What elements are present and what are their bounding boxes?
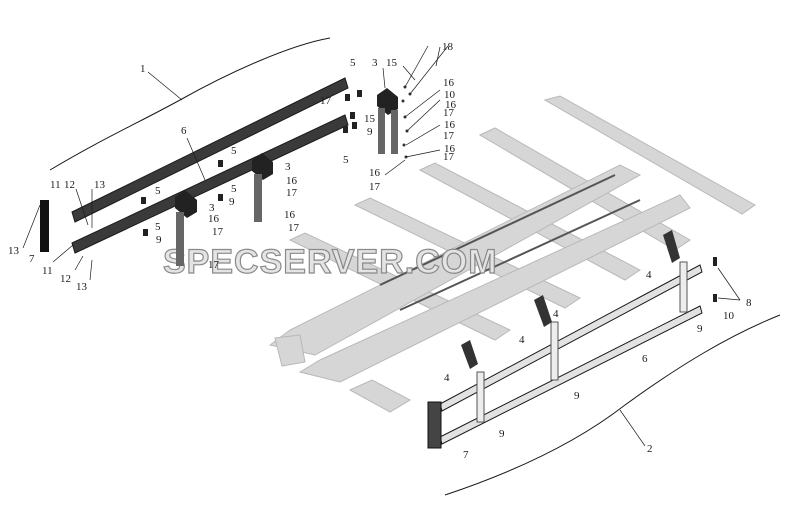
callout: 9 bbox=[367, 126, 373, 138]
upper-rail-assembly bbox=[40, 77, 412, 266]
callout: 16 bbox=[284, 209, 296, 221]
post-1 bbox=[476, 371, 485, 423]
callout: 15 bbox=[386, 57, 398, 69]
small-plate-r1 bbox=[713, 257, 717, 266]
callout: 11 bbox=[42, 265, 53, 277]
callout: 5 bbox=[231, 183, 237, 195]
callout: 7 bbox=[29, 253, 35, 265]
bracket-3-leg-b bbox=[391, 110, 398, 154]
callout: 7 bbox=[463, 449, 469, 461]
fastener-dots bbox=[401, 85, 412, 159]
bracket-3-leg-a bbox=[378, 108, 385, 154]
callout: 4 bbox=[553, 308, 559, 320]
callout-labels: 1 2 3 3 3 4 4 4 4 5 5 5 5 5 5 6 6 7 7 8 … bbox=[8, 41, 752, 461]
end-plate-right bbox=[427, 401, 442, 449]
leader-lines bbox=[22, 45, 741, 447]
end-plate-left bbox=[40, 200, 49, 252]
frame-crossmembers-ghost bbox=[379, 174, 641, 311]
callout: 18 bbox=[442, 41, 454, 53]
callout: 9 bbox=[574, 390, 580, 402]
callout: 16 bbox=[444, 143, 456, 155]
bracket-2 bbox=[252, 153, 273, 180]
callout: 16 bbox=[445, 99, 457, 111]
lower-rail-assembly bbox=[427, 230, 717, 449]
callout: 5 bbox=[343, 154, 349, 166]
callout: 3 bbox=[209, 202, 215, 214]
callout: 17 bbox=[212, 226, 224, 238]
watermark: SPECSERVER.COM bbox=[163, 243, 498, 281]
callout: 16 bbox=[444, 119, 456, 131]
callout: 12 bbox=[64, 179, 75, 191]
callout: 11 bbox=[50, 179, 61, 191]
callout: 3 bbox=[285, 161, 291, 173]
callout: 17 bbox=[369, 181, 381, 193]
support-bracket-3 bbox=[663, 230, 680, 263]
callout: 5 bbox=[350, 57, 356, 69]
callout: 6 bbox=[642, 353, 648, 365]
callout: 9 bbox=[229, 196, 235, 208]
bracket-1 bbox=[175, 190, 197, 218]
callout: 9 bbox=[697, 323, 703, 335]
rail-upper bbox=[71, 77, 349, 223]
callout: 16 bbox=[286, 175, 298, 187]
callout: 8 bbox=[746, 297, 752, 309]
callout: 10 bbox=[723, 310, 735, 322]
post-3 bbox=[679, 261, 688, 313]
callout: 5 bbox=[231, 145, 237, 157]
support-bracket-2 bbox=[534, 295, 552, 327]
callout: 17 bbox=[208, 259, 220, 271]
callout: 9 bbox=[499, 428, 505, 440]
callout: 17 bbox=[320, 95, 332, 107]
callout: 10 bbox=[444, 89, 456, 101]
callout: 17 bbox=[443, 130, 455, 142]
callout: 13 bbox=[76, 281, 88, 293]
callout: 15 bbox=[364, 113, 376, 125]
bracket-1-leg bbox=[176, 212, 184, 266]
post-2 bbox=[550, 321, 559, 381]
rail-lower bbox=[71, 114, 349, 254]
callout: 3 bbox=[372, 57, 378, 69]
callout: 17 bbox=[288, 222, 300, 234]
callout: 17 bbox=[443, 151, 455, 163]
callout: 12 bbox=[60, 273, 71, 285]
callout: 4 bbox=[444, 372, 450, 384]
callout: 13 bbox=[8, 245, 20, 257]
boundary-curves bbox=[49, 37, 781, 496]
support-bracket-1 bbox=[461, 340, 478, 369]
callout: 13 bbox=[94, 179, 106, 191]
callout: 16 bbox=[369, 167, 381, 179]
callout: 9 bbox=[156, 234, 162, 246]
callout: 16 bbox=[208, 213, 220, 225]
small-plates bbox=[141, 90, 362, 236]
callout: 1 bbox=[140, 63, 146, 75]
callout: 6 bbox=[181, 125, 187, 137]
callout: 4 bbox=[519, 334, 525, 346]
callout: 17 bbox=[286, 187, 298, 199]
callout: 2 bbox=[647, 443, 653, 455]
callout: 17 bbox=[443, 107, 455, 119]
bracket-2-leg bbox=[254, 174, 262, 222]
callout: 16 bbox=[443, 77, 455, 89]
callout: 4 bbox=[646, 269, 652, 281]
callout: 5 bbox=[155, 185, 161, 197]
callout: 5 bbox=[155, 221, 161, 233]
small-plate-r2 bbox=[713, 294, 717, 302]
